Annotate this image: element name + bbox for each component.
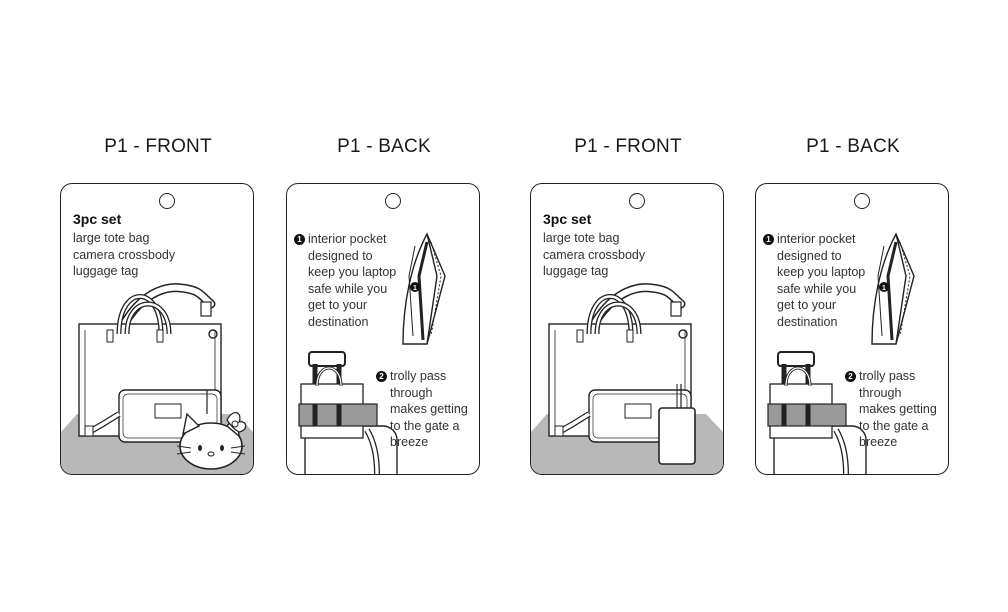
feature-line: interior pocket bbox=[777, 232, 856, 246]
set-item: luggage tag bbox=[73, 264, 139, 278]
set-item: large tote bag bbox=[73, 231, 150, 245]
card-front: 3pc set large tote bag camera crossbody … bbox=[530, 183, 724, 475]
set-item: large tote bag bbox=[543, 231, 620, 245]
feature-number-badge: 2 bbox=[376, 371, 387, 382]
feature-line: breeze bbox=[859, 435, 898, 449]
feature-line: through bbox=[390, 385, 433, 400]
feature-line: trolly pass bbox=[859, 369, 916, 383]
panel-title: P1 - FRONT bbox=[574, 136, 682, 157]
svg-text:1: 1 bbox=[413, 285, 417, 292]
feature-line: makes getting bbox=[390, 402, 468, 416]
feature-line: destination bbox=[308, 314, 369, 329]
svg-text:1: 1 bbox=[882, 285, 886, 292]
feature-line: to the gate a bbox=[859, 418, 929, 433]
feature-line: destination bbox=[777, 314, 838, 329]
panel-back-1: P1 - BACK 1 bbox=[284, 0, 484, 612]
feature-line: through bbox=[859, 385, 902, 400]
feature-line: safe while you bbox=[777, 281, 857, 296]
set-item: camera crossbody bbox=[543, 247, 646, 262]
feature-line: safe while you bbox=[308, 281, 388, 296]
card-front: 3pc set large tote bag camera crossbody … bbox=[60, 183, 254, 475]
panel-title: P1 - BACK bbox=[337, 136, 431, 157]
bag-set-illustration bbox=[531, 283, 723, 474]
bag-set-illustration bbox=[61, 283, 253, 474]
feature-line: interior pocket bbox=[308, 232, 387, 246]
feature-number-badge: 2 bbox=[845, 371, 856, 382]
set-item: luggage tag bbox=[543, 264, 609, 278]
panel-front-1: P1 - FRONT 3pc set large tote bag camera… bbox=[58, 0, 258, 612]
back-illustration: 1 bbox=[298, 232, 446, 474]
hang-hole bbox=[854, 193, 870, 209]
set-contents: large tote bag camera crossbody luggage … bbox=[73, 230, 175, 280]
panel-title: P1 - FRONT bbox=[104, 136, 212, 157]
feature-line: designed to bbox=[308, 248, 373, 263]
feature-number-badge: 1 bbox=[294, 234, 305, 245]
hang-hole bbox=[159, 193, 175, 209]
panel-title: P1 - BACK bbox=[806, 136, 900, 157]
feature-line: makes getting bbox=[859, 402, 937, 416]
set-title: 3pc set bbox=[543, 211, 592, 227]
feature-line: get to your bbox=[777, 298, 837, 312]
hang-hole bbox=[629, 193, 645, 209]
panel-front-2: P1 - FRONT 3pc set large tote bag camera… bbox=[528, 0, 728, 612]
feature-line: breeze bbox=[390, 435, 429, 449]
back-illustration: 1 bbox=[767, 232, 915, 474]
feature-number-badge: 1 bbox=[763, 234, 774, 245]
set-item: camera crossbody bbox=[73, 247, 176, 262]
feature-line: keep you laptop bbox=[308, 265, 397, 279]
set-contents: large tote bag camera crossbody luggage … bbox=[543, 230, 645, 280]
set-title: 3pc set bbox=[73, 211, 122, 227]
feature-line: to the gate a bbox=[390, 418, 460, 433]
feature-line: keep you laptop bbox=[777, 265, 866, 279]
feature-line: designed to bbox=[777, 248, 842, 263]
feature-line: get to your bbox=[308, 298, 368, 312]
feature-line: trolly pass bbox=[390, 369, 447, 383]
hang-hole bbox=[385, 193, 401, 209]
